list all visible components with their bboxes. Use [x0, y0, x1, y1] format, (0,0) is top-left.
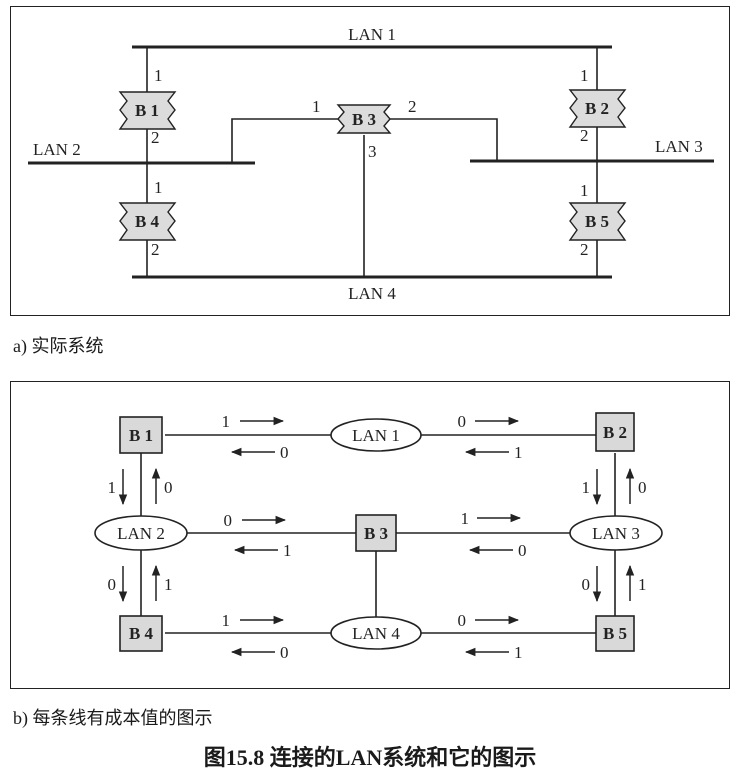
port-label: 1 — [154, 178, 163, 197]
port-label: 1 — [580, 181, 589, 200]
node-lan4 — [330, 616, 422, 650]
cost-label: 1 — [582, 478, 591, 497]
figure-title: 图15.8 连接的LAN系统和它的图示 — [203, 745, 537, 770]
node-lan1-label: LAN 1 — [352, 426, 400, 445]
node-b2-label: B 2 — [603, 423, 627, 442]
node-lan4-label: LAN 4 — [352, 624, 400, 643]
cost-label: 0 — [164, 478, 173, 497]
lan3-label: LAN 3 — [655, 137, 703, 156]
port-label: 2 — [151, 240, 160, 259]
node-b5 — [595, 615, 635, 652]
cost-label: 1 — [222, 412, 231, 431]
node-b4-label: B 4 — [129, 624, 154, 643]
cost-label: 1 — [108, 478, 117, 497]
bridge-b3-label: B 3 — [352, 110, 376, 129]
port-label: 2 — [580, 126, 589, 145]
node-lan2 — [94, 515, 188, 551]
caption-a: a) 实际系统 — [13, 336, 104, 356]
node-b1-label: B 1 — [129, 426, 153, 445]
bridge-b4-label: B 4 — [135, 212, 160, 231]
node-b4 — [119, 615, 163, 652]
node-lan3 — [569, 515, 663, 551]
lan2-label: LAN 2 — [33, 140, 81, 159]
cost-label: 1 — [638, 575, 647, 594]
cost-label: 0 — [280, 643, 289, 662]
node-b3 — [355, 514, 397, 552]
bridge-b5-label: B 5 — [585, 212, 609, 231]
bridge-b1-body — [118, 91, 177, 130]
node-b2 — [595, 412, 635, 452]
bridge-b1-label: B 1 — [135, 101, 159, 120]
port-label: 2 — [408, 97, 417, 116]
cost-label: 1 — [514, 643, 523, 662]
port-label: 2 — [151, 128, 160, 147]
port-label: 1 — [312, 97, 321, 116]
port-label: 2 — [580, 240, 589, 259]
cost-label: 0 — [638, 478, 647, 497]
cost-label: 1 — [283, 541, 292, 560]
node-b5-label: B 5 — [603, 624, 627, 643]
node-b3-label: B 3 — [364, 524, 388, 543]
lan1-label: LAN 1 — [348, 25, 396, 44]
cost-label: 0 — [108, 575, 117, 594]
node-lan1 — [330, 418, 422, 452]
caption-b: b) 每条线有成本值的图示 — [13, 708, 213, 728]
cost-label: 0 — [280, 443, 289, 462]
port-label: 3 — [368, 142, 377, 161]
lan4-label: LAN 4 — [348, 284, 396, 303]
cost-label: 1 — [514, 443, 523, 462]
bridge-b2-label: B 2 — [585, 99, 609, 118]
port-label: 1 — [154, 66, 163, 85]
cost-label: 0 — [518, 541, 527, 560]
node-b1 — [119, 416, 163, 454]
bridge-b2-body — [568, 89, 627, 128]
cost-label: 0 — [458, 412, 467, 431]
cost-label: 1 — [222, 611, 231, 630]
cost-label: 0 — [582, 575, 591, 594]
bridge-b3-body — [336, 104, 392, 134]
cost-label: 0 — [458, 611, 467, 630]
bridge-b4-body — [118, 202, 177, 241]
bridge-b5-body — [568, 202, 627, 241]
cost-label: 0 — [224, 511, 233, 530]
node-lan2-label: LAN 2 — [117, 524, 165, 543]
cost-label: 1 — [461, 509, 470, 528]
node-lan3-label: LAN 3 — [592, 524, 640, 543]
cost-label: 1 — [164, 575, 173, 594]
port-label: 1 — [580, 66, 589, 85]
